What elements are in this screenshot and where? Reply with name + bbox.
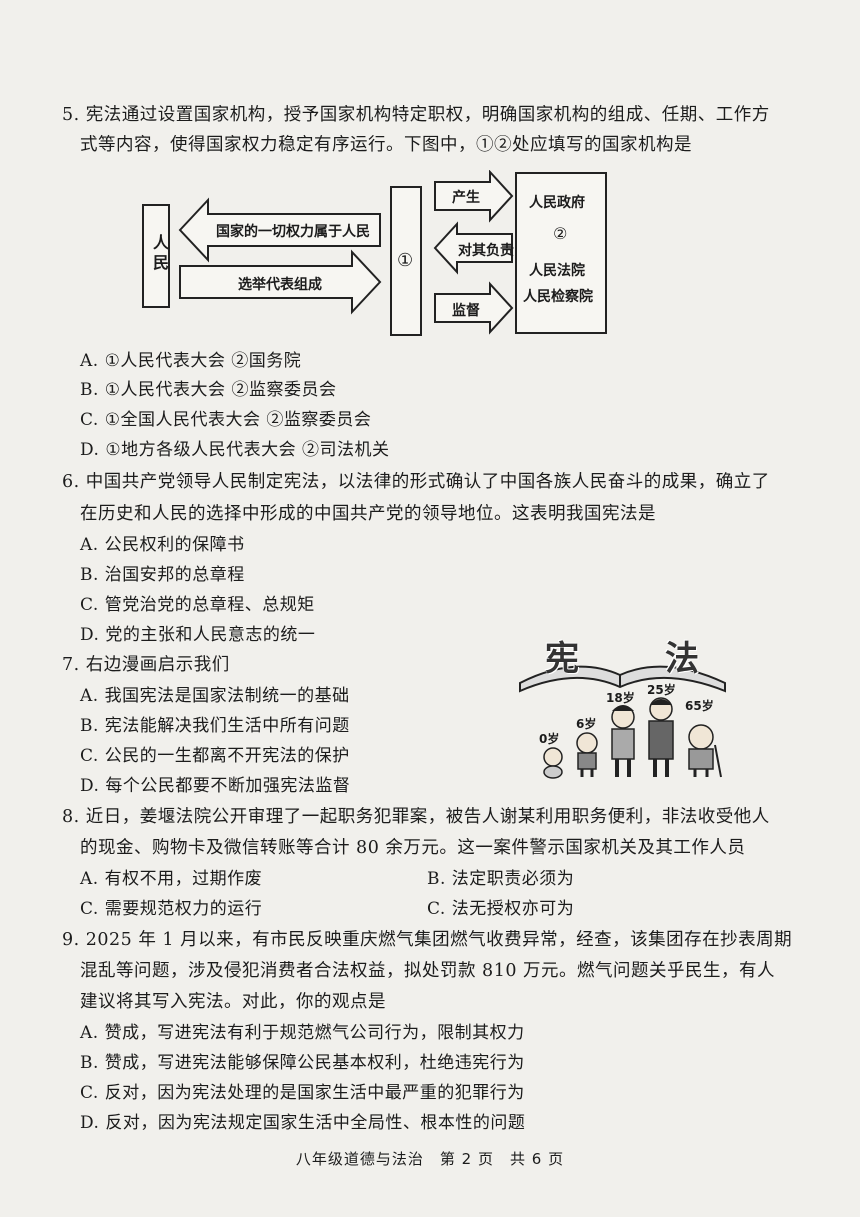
cartoon-title-right: 法 (665, 639, 699, 679)
age-18-label: 18岁 (606, 691, 635, 705)
organ-1-label: ① (397, 250, 414, 271)
q5-option-b: B. ①人民代表大会 ②监察委员会 (80, 380, 337, 400)
organ-2-label: ② (553, 224, 568, 243)
q9-option-d: D. 反对，因为宪法规定国家生活中全局性、根本性的问题 (80, 1113, 526, 1133)
q5-option-a: A. ①人民代表大会 ②国务院 (80, 351, 302, 371)
q5-diagram: 人民 国家的一切权力属于人民 选举代表组成 ① 产生 对其负责 监督 人民政府 … (140, 170, 620, 338)
q7-option-b: B. 宪法能解决我们生活中所有问题 (80, 716, 350, 736)
age-25-label: 25岁 (647, 683, 676, 697)
state-organs-box: 人民政府 ② 人民法院 人民检察院 (515, 172, 607, 334)
q9-option-b: B. 赞成，写进宪法能够保障公民基本权利，杜绝违宪行为 (80, 1053, 525, 1073)
q8-option-a: A. 有权不用，过期作废 (80, 869, 263, 889)
q9-stem-line2: 混乱等问题，涉及侵犯消费者合法权益，拟处罚款 810 万元。燃气问题关乎民生，有… (80, 961, 776, 981)
q8-option-d: C. 法无授权亦可为 (427, 899, 575, 919)
arrow-produce (434, 170, 514, 223)
q6-option-a: A. 公民权利的保障书 (80, 535, 245, 555)
q9-option-a: A. 赞成，写进宪法有利于规范燃气公司行为，限制其权力 (80, 1023, 525, 1043)
q6-option-b: B. 治国安邦的总章程 (80, 565, 245, 585)
q6-option-d: D. 党的主张和人民意志的统一 (80, 625, 316, 645)
q9-stem-line1: 9. 2025 年 1 月以来，有市民反映重庆燃气集团燃气收费异常，经查，该集团… (62, 930, 793, 950)
q9-stem-line3: 建议将其写入宪法。对此，你的观点是 (80, 992, 386, 1012)
q7-option-c: C. 公民的一生都离不开宪法的保护 (80, 746, 350, 766)
arrow-responsible (433, 221, 513, 275)
q5-option-c: C. ①全国人民代表大会 ②监察委员会 (80, 410, 372, 430)
q6-stem-line1: 6. 中国共产党领导人民制定宪法，以法律的形式确认了中国各族人民奋斗的成果，确立… (62, 472, 770, 492)
supervise-label: 监督 (452, 303, 480, 319)
diagram-arrows (178, 170, 514, 335)
organ-1-box: ① (390, 186, 422, 336)
q7-option-d: D. 每个公民都要不断加强宪法监督 (80, 776, 351, 796)
q5-stem-line1: 5. 宪法通过设置国家机构，授予国家机构特定职权，明确国家机构的组成、任期、工作… (62, 105, 770, 125)
produce-label: 产生 (452, 190, 480, 206)
people-box: 人民 (142, 204, 170, 308)
q7-stem: 7. 右边漫画启示我们 (62, 655, 230, 675)
arrow-right-label: 选举代表组成 (238, 277, 322, 293)
q5-option-d: D. ①地方各级人民代表大会 ②司法机关 (80, 440, 390, 460)
court-label: 人民法院 (529, 263, 585, 279)
arrow-power-belongs-to-people (178, 197, 381, 263)
responsible-label: 对其负责 (458, 243, 514, 259)
procuratorate-label: 人民检察院 (523, 289, 593, 305)
arrow-elect-representatives (179, 249, 382, 315)
q8-option-c: C. 需要规范权力的运行 (80, 899, 263, 919)
people-label: 人民 (150, 234, 169, 274)
q6-option-c: C. 管党治党的总章程、总规矩 (80, 595, 315, 615)
gov-label: 人民政府 (529, 195, 585, 211)
q8-option-b: B. 法定职责必须为 (427, 869, 575, 889)
constitution-cartoon: 宪 法 0岁 6岁 18岁 25岁 65岁 (515, 625, 730, 780)
cartoon-drawing (519, 665, 726, 779)
cartoon-title-left: 宪 (545, 639, 579, 679)
q8-stem-line1: 8. 近日，姜堰法院公开审理了一起职务犯罪案，被告人谢某利用职务便利，非法收受他… (62, 807, 770, 827)
age-6-label: 6岁 (576, 717, 597, 731)
q9-option-c: C. 反对，因为宪法处理的是国家生活中最严重的犯罪行为 (80, 1083, 525, 1103)
q6-stem-line2: 在历史和人民的选择中形成的中国共产党的领导地位。这表明我国宪法是 (80, 504, 656, 524)
q7-option-a: A. 我国宪法是国家法制统一的基础 (80, 686, 350, 706)
age-65-label: 65岁 (685, 699, 714, 713)
age-0-label: 0岁 (539, 732, 560, 746)
arrow-left-label: 国家的一切权力属于人民 (216, 224, 370, 240)
q8-stem-line2: 的现金、购物卡及微信转账等合计 80 余万元。这一案件警示国家机关及其工作人员 (80, 838, 746, 858)
arrow-supervise (434, 281, 514, 335)
q5-stem-line2: 式等内容，使得国家权力稳定有序运行。下图中，①②处应填写的国家机构是 (80, 135, 692, 155)
page-footer: 八年级道德与法治 第 2 页 共 6 页 (295, 1150, 565, 1168)
